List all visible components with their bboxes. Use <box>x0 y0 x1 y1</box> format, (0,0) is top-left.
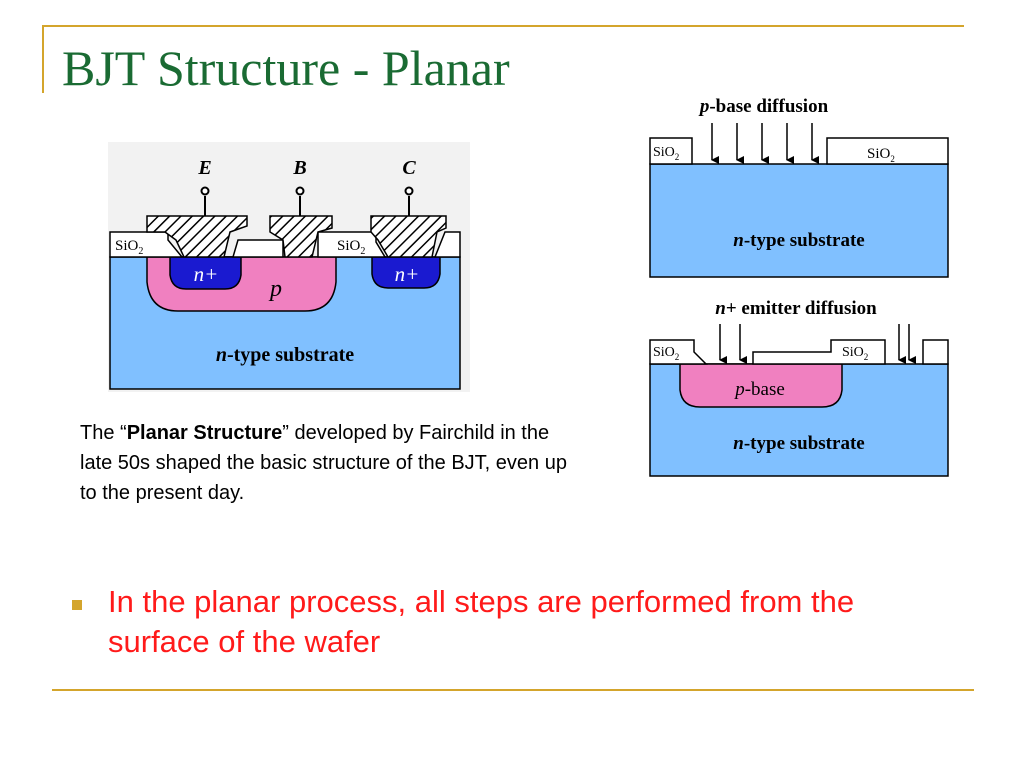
collector-region-label: n+ <box>395 262 420 286</box>
emitter-diffusion-diagram: n+ emitter diffusion SiO2 SiO2 p-base n-… <box>649 298 949 477</box>
caption-emphasis: Planar Structure <box>126 422 283 444</box>
base-diffusion-oxide-left-label: SiO2 <box>653 145 679 162</box>
emitter-diffusion-oxide-left <box>649 339 708 365</box>
top-accent-line <box>42 25 964 27</box>
caption-suffix: ” developed by Fairchild in the late 50s… <box>80 422 567 504</box>
base-diffusion-title: p-base diffusion <box>698 96 829 117</box>
collector-terminal-node <box>404 186 414 196</box>
left-accent-line <box>42 25 44 93</box>
base-region-label: p <box>268 276 282 302</box>
bullet-text: In the planar process, all steps are per… <box>108 584 855 659</box>
oxide-left <box>109 231 184 258</box>
collector-terminal-label: C <box>402 157 416 179</box>
emitter-diffusion-title: n+ emitter diffusion <box>715 298 877 319</box>
caption-prefix: The “ <box>80 422 127 444</box>
emitter-diffusion-oxide-right <box>922 339 949 365</box>
base-diffusion-oxide-right <box>826 137 949 165</box>
bottom-accent-line <box>52 689 974 691</box>
base-terminal-label: B <box>292 157 306 179</box>
emitter-terminal-node <box>200 186 210 196</box>
oxide-right-label: SiO2 <box>337 238 365 257</box>
emitter-region-label: n+ <box>194 262 219 286</box>
emitter-terminal-label: E <box>197 157 211 179</box>
oxide-left-label: SiO2 <box>115 238 143 257</box>
emitter-diffusion-substrate-label: n-type substrate <box>733 433 864 454</box>
collector-metal-contact <box>370 215 447 258</box>
emitter-diffusion-oxide-left-label: SiO2 <box>653 345 679 362</box>
oxide-center <box>231 239 284 258</box>
slide-title: BJT Structure - Planar <box>62 40 510 96</box>
base-diffusion-diagram: p-base diffusion SiO2 SiO2 n-type substr… <box>649 96 949 278</box>
emitter-diffusion-oxide-middle <box>752 339 886 365</box>
base-metal-contact <box>269 215 333 258</box>
substrate-label: n-type substrate <box>216 344 354 366</box>
base-diffusion-oxide-right-label: SiO2 <box>867 146 895 164</box>
bjt-cross-section: E B C SiO2 SiO2 n+ n+ p n-type substrate <box>108 142 470 392</box>
emitter-n-plus-region <box>169 256 242 290</box>
square-bullet-icon <box>72 600 82 610</box>
caption-paragraph: The “Planar Structure” developed by Fair… <box>80 418 580 508</box>
collector-n-plus-region <box>371 256 441 289</box>
base-terminal-node <box>295 186 305 196</box>
base-diffusion-oxide-left <box>649 137 693 165</box>
emitter-metal-contact <box>146 215 248 258</box>
base-diffusion-substrate-label: n-type substrate <box>733 230 864 251</box>
oxide-far-right <box>433 231 461 258</box>
emitter-diffusion-p-base-label: p-base <box>733 379 785 400</box>
base-diffusion-substrate <box>649 163 949 278</box>
emitter-diffusion-oxide-right-label: SiO2 <box>842 345 868 362</box>
emitter-diffusion-p-base <box>679 363 843 408</box>
